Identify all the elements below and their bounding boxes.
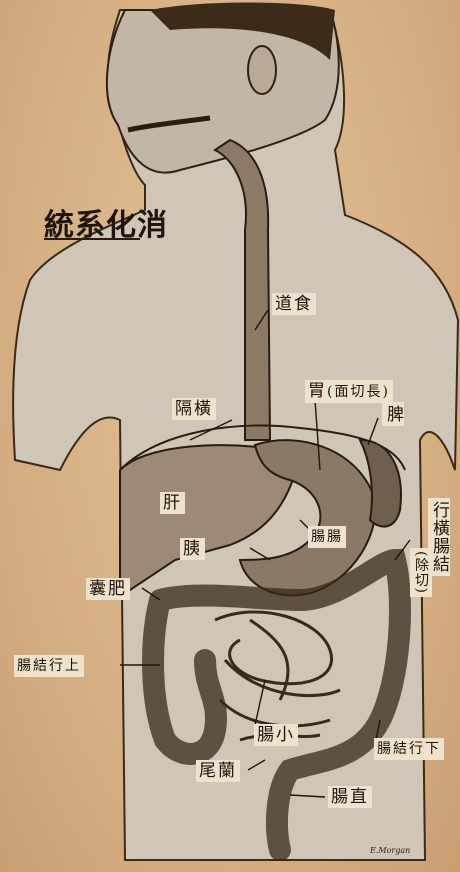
title-underline <box>44 238 140 240</box>
label-esophagus: 道食 <box>272 293 316 315</box>
artist-signature: E.Morgan <box>370 846 410 855</box>
label-small-intestine: 腸小 <box>254 724 298 746</box>
label-duodenum: 腸腸 <box>308 526 346 548</box>
ear <box>248 46 276 94</box>
label-diaphragm: 隔橫 <box>172 398 216 420</box>
label-pancreas: 胰 <box>180 538 205 560</box>
label-descending-colon: 腸結行下 <box>374 738 444 760</box>
label-appendix: 尾蘭 <box>196 760 240 782</box>
label-stomach-note: (面切長) <box>327 384 390 400</box>
label-rectum: 腸直 <box>328 786 372 808</box>
label-gallbladder: 囊肥 <box>86 578 130 600</box>
label-stomach: 胃(面切長) <box>305 380 393 403</box>
label-liver: 肝 <box>160 492 185 514</box>
label-spleen: 脾 <box>382 402 404 426</box>
label-stomach-name: 胃 <box>308 381 327 401</box>
label-transverse-colon-note: (除切) <box>410 548 432 597</box>
label-ascending-colon: 腸結行上 <box>14 655 84 677</box>
